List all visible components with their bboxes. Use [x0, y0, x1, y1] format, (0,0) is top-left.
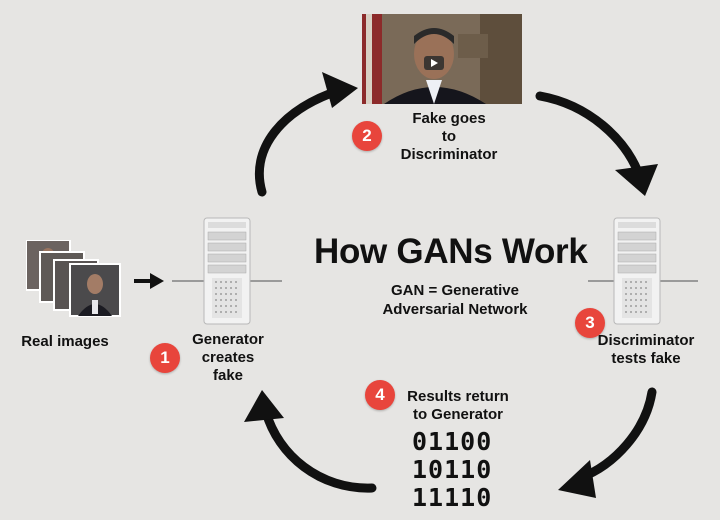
binary-row-1: 01100 — [412, 427, 493, 456]
real-images-stack — [26, 240, 121, 317]
generator-label-line-2: creates — [201, 349, 255, 366]
step-badge-3: 3 — [575, 308, 605, 338]
arrowhead-5 — [150, 273, 164, 289]
binary-row-3: 11110 — [412, 483, 493, 512]
step-badge-1: 1 — [150, 343, 180, 373]
generator-label: Generator creates fake — [178, 331, 278, 385]
results-label: Results return to Generator — [398, 388, 518, 424]
fake-label-line-1: Fake goes — [412, 110, 486, 127]
subtitle: GAN = Generative Adversarial Network — [370, 281, 540, 319]
arrow-results-to-generator — [261, 407, 377, 493]
step-badge-4: 4 — [365, 380, 395, 410]
generator-label-line-1: Generator — [192, 331, 264, 348]
binary-row-2: 10110 — [412, 455, 493, 484]
fake-label: Fake goes to Discriminator — [384, 110, 514, 164]
arrowhead-4 — [244, 390, 284, 422]
generator-server-icon — [172, 217, 282, 325]
results-label-line-2: to Generator — [412, 406, 503, 423]
real-images-label: Real images — [21, 333, 109, 350]
results-label-line-1: Results return — [407, 388, 509, 405]
arrowhead-2 — [615, 164, 658, 196]
arrow-image-to-discriminator — [535, 91, 643, 177]
discriminator-label-line-1: Discriminator — [597, 332, 695, 349]
discriminator-label-line-2: tests fake — [611, 350, 681, 367]
fake-label-line-2: to — [441, 128, 457, 145]
subtitle-line-2: Adversarial Network — [382, 301, 528, 318]
generator-label-line-3: fake — [212, 367, 244, 384]
arrow-generator-to-image — [254, 85, 345, 197]
fake-label-line-3: Discriminator — [400, 146, 498, 163]
arrowhead-3 — [558, 460, 596, 498]
arrowhead-1 — [322, 72, 358, 108]
page-title: How GANs Work — [314, 232, 588, 271]
binary-data: 01100 10110 11110 — [412, 428, 492, 512]
discriminator-label: Discriminator tests fake — [586, 332, 706, 368]
step-badge-2: 2 — [352, 121, 382, 151]
fake-video-thumbnail — [362, 14, 522, 104]
discriminator-server-icon — [588, 217, 698, 325]
subtitle-line-1: GAN = Generative — [391, 282, 519, 299]
